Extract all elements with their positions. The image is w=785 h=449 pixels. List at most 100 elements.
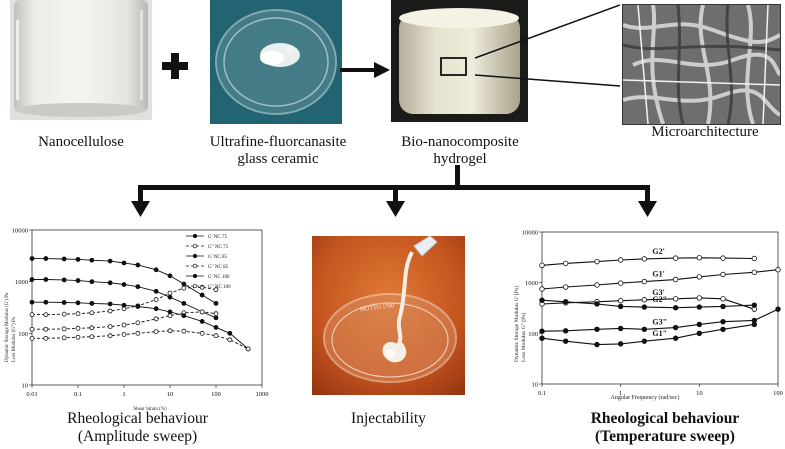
data-point	[245, 346, 251, 352]
data-point	[594, 301, 600, 307]
data-point	[696, 295, 703, 301]
data-point	[720, 271, 726, 278]
data-point	[594, 258, 600, 265]
curve-label: G3"	[652, 317, 667, 326]
legend-swatch-marker	[192, 233, 198, 239]
data-point	[641, 297, 648, 303]
y-tick-label: 10000	[12, 228, 28, 235]
amplitude-sweep-chart: Dynamic Storage Modulus (G') Pa Loss Mod…	[5, 228, 269, 413]
data-point	[562, 260, 569, 267]
x-tick-label: 1	[619, 390, 622, 397]
hydrogel-photo	[391, 0, 528, 122]
data-point	[153, 267, 159, 273]
data-point	[617, 298, 624, 304]
x-tick-label: 1000	[256, 391, 269, 398]
data-point	[75, 325, 81, 331]
data-point	[29, 277, 35, 282]
x-tick-label: 10	[696, 390, 703, 397]
microarchitecture-label: Microarchitecture	[651, 124, 759, 140]
temperature-sweep-chart: Dynamic Storage Modulus G' [Pa] Loss Mod…	[514, 230, 783, 402]
data-point	[641, 304, 648, 310]
legend-entry: G" NC 85	[208, 265, 229, 270]
data-point	[751, 269, 758, 276]
data-point	[181, 281, 187, 287]
data-point	[75, 278, 81, 283]
data-point	[61, 277, 67, 283]
y-tick-label: 10	[22, 383, 29, 390]
data-point	[213, 325, 219, 330]
data-point	[181, 313, 187, 319]
data-point	[539, 335, 545, 341]
data-point	[43, 335, 49, 341]
left-caption-line1: Rheological behaviour	[67, 410, 208, 427]
branch-connector	[131, 165, 657, 217]
data-point	[167, 290, 173, 296]
left-ylabel-1: Dynamic Storage Modulus (G') Pa	[5, 292, 10, 362]
data-point	[720, 318, 726, 325]
data-point	[617, 303, 624, 310]
data-point	[751, 255, 758, 262]
data-point	[181, 328, 187, 334]
data-point	[135, 284, 141, 290]
legend-entry: G" NC 100	[208, 285, 231, 290]
data-point	[213, 287, 219, 293]
y-tick-label: 10000	[522, 230, 538, 237]
legend-swatch-marker	[192, 243, 198, 249]
data-point	[775, 306, 781, 312]
curve-label: G2'	[652, 247, 664, 256]
data-point	[696, 304, 703, 310]
glass-ceramic-photo	[210, 0, 342, 124]
x-tick-label: 100	[211, 391, 221, 398]
data-point	[562, 284, 569, 290]
data-point	[75, 311, 81, 317]
data-point	[61, 335, 67, 341]
data-point	[167, 309, 173, 315]
data-point	[29, 256, 35, 261]
data-point	[89, 257, 95, 263]
right-xlabel: Angular Frequency (rad/sec)	[611, 394, 680, 401]
data-point	[135, 262, 141, 268]
data-point	[696, 255, 703, 261]
y-tick-label: 1000	[15, 279, 28, 286]
curve-label: G1'	[652, 270, 664, 279]
curve-label: G2"	[652, 295, 667, 304]
data-point	[153, 329, 159, 335]
data-point	[167, 273, 173, 279]
data-point	[199, 292, 205, 298]
glass-ceramic-label: Ultrafine-fluorcanasite glass ceramic	[183, 134, 373, 168]
data-point	[594, 341, 600, 348]
data-point	[61, 256, 67, 262]
data-point	[89, 325, 95, 331]
plot-frame	[31, 229, 263, 386]
data-point	[75, 300, 81, 306]
data-point	[121, 260, 127, 266]
data-point	[167, 328, 173, 334]
x-tick-label: 1	[122, 391, 125, 398]
data-point	[75, 334, 81, 340]
data-point	[61, 300, 67, 305]
data-point	[720, 326, 726, 333]
data-point	[107, 301, 113, 307]
data-point	[617, 257, 624, 263]
legend-swatch-marker	[192, 273, 198, 279]
data-point	[107, 258, 113, 264]
data-point	[594, 326, 600, 333]
legend-entry: G' NC 75	[208, 235, 227, 240]
legend-swatch-marker	[192, 253, 198, 259]
legend-entry: G" NC 75	[208, 245, 229, 250]
data-point	[89, 279, 95, 285]
data-point	[167, 294, 173, 300]
series-line	[541, 269, 779, 290]
data-point	[641, 338, 648, 344]
petri-text: MOTTO 1700	[360, 303, 395, 313]
y-tick-label: 10	[532, 382, 539, 389]
data-point	[89, 334, 95, 340]
data-point	[153, 288, 159, 294]
data-point	[539, 262, 545, 269]
data-point	[213, 333, 219, 339]
data-point	[617, 325, 624, 332]
data-point	[43, 256, 49, 261]
data-point	[29, 335, 35, 341]
data-point	[213, 311, 219, 317]
x-tick-label: 10	[167, 391, 174, 398]
